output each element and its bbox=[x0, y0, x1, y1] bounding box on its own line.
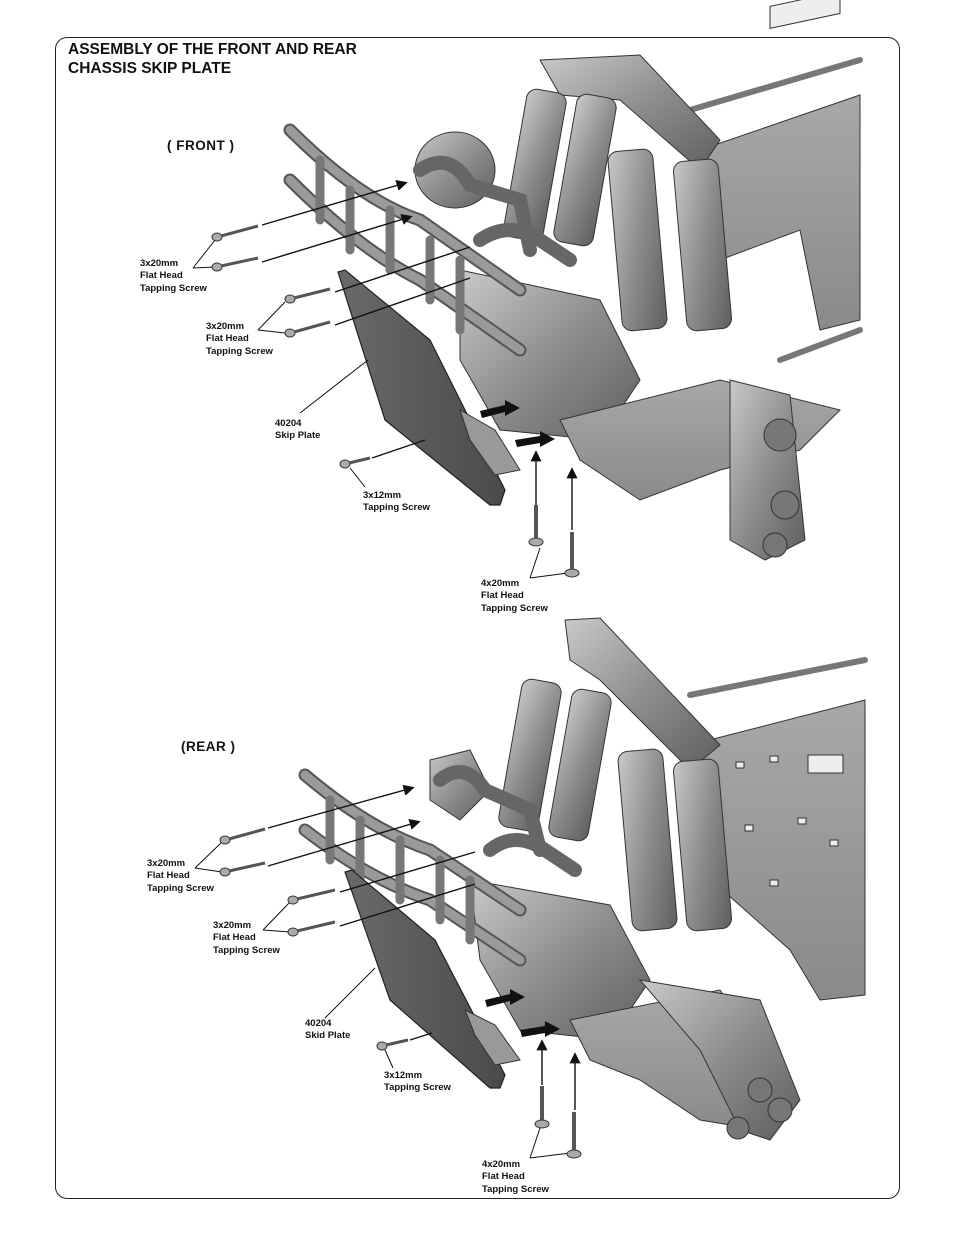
front-assembly-drawing bbox=[192, 0, 863, 579]
callout-part-number: 40204 bbox=[275, 418, 302, 429]
callout-size: 4x20mm bbox=[482, 1159, 521, 1170]
callout-size: 3x12mm bbox=[384, 1070, 423, 1081]
callout-type: Flat Head bbox=[481, 590, 524, 602]
callout-size: 3x12mm bbox=[363, 490, 402, 501]
front-callout-skid-plate: 40204 Skip Plate bbox=[275, 418, 320, 443]
page-title: ASSEMBLY OF THE FRONT AND REAR CHASSIS S… bbox=[68, 40, 357, 78]
page-title-line-2: CHASSIS SKIP PLATE bbox=[68, 60, 232, 77]
rear-callout-bumper-screw-upper: 3x20mm Flat Head Tapping Screw bbox=[147, 858, 214, 895]
callout-type: Flat Head bbox=[147, 870, 190, 882]
callout-kind: Tapping Screw bbox=[363, 502, 430, 514]
callout-size: 3x20mm bbox=[206, 321, 245, 332]
rear-callout-bumper-screw-lower: 3x20mm Flat Head Tapping Screw bbox=[213, 920, 280, 957]
callout-size: 4x20mm bbox=[481, 578, 520, 589]
callout-kind: Tapping Screw bbox=[481, 602, 548, 614]
rear-callout-skid-plate: 40204 Skid Plate bbox=[305, 1018, 350, 1043]
front-callout-bumper-screw-upper: 3x20mm Flat Head Tapping Screw bbox=[140, 258, 207, 295]
callout-type: Flat Head bbox=[206, 333, 249, 345]
callout-size: 3x20mm bbox=[147, 858, 186, 869]
front-callout-bottom-screws: 4x20mm Flat Head Tapping Screw bbox=[481, 578, 548, 615]
callout-part-number: 40204 bbox=[305, 1018, 332, 1029]
callout-type: Flat Head bbox=[482, 1171, 525, 1183]
rear-callout-bottom-screws: 4x20mm Flat Head Tapping Screw bbox=[482, 1159, 549, 1196]
front-callout-plate-screw: 3x12mm Tapping Screw bbox=[363, 490, 430, 515]
callout-kind: Tapping Screw bbox=[147, 882, 214, 894]
front-callout-bumper-screw-lower: 3x20mm Flat Head Tapping Screw bbox=[206, 321, 273, 358]
callout-part-name: Skid Plate bbox=[305, 1030, 351, 1042]
page-title-line-1: ASSEMBLY OF THE FRONT AND REAR bbox=[68, 41, 357, 58]
rear-shock-springs bbox=[498, 678, 732, 932]
page-border bbox=[55, 37, 900, 1199]
rear-callout-plate-screw: 3x12mm Tapping Screw bbox=[384, 1070, 451, 1095]
callout-type: Flat Head bbox=[140, 270, 183, 282]
rear-assembly-drawing bbox=[194, 617, 868, 1159]
callout-kind: Tapping Screw bbox=[213, 944, 280, 956]
callout-size: 3x20mm bbox=[213, 920, 252, 931]
callout-kind: Tapping Screw bbox=[482, 1183, 549, 1195]
front-section-label: ( FRONT ) bbox=[167, 138, 235, 153]
callout-type: Flat Head bbox=[213, 932, 256, 944]
callout-size: 3x20mm bbox=[140, 258, 179, 269]
callout-kind: Tapping Screw bbox=[384, 1082, 451, 1094]
rear-section-label: (REAR ) bbox=[181, 739, 236, 754]
callout-kind: Tapping Screw bbox=[206, 345, 273, 357]
callout-kind: Tapping Screw bbox=[140, 282, 207, 294]
callout-part-name: Skip Plate bbox=[275, 430, 321, 442]
